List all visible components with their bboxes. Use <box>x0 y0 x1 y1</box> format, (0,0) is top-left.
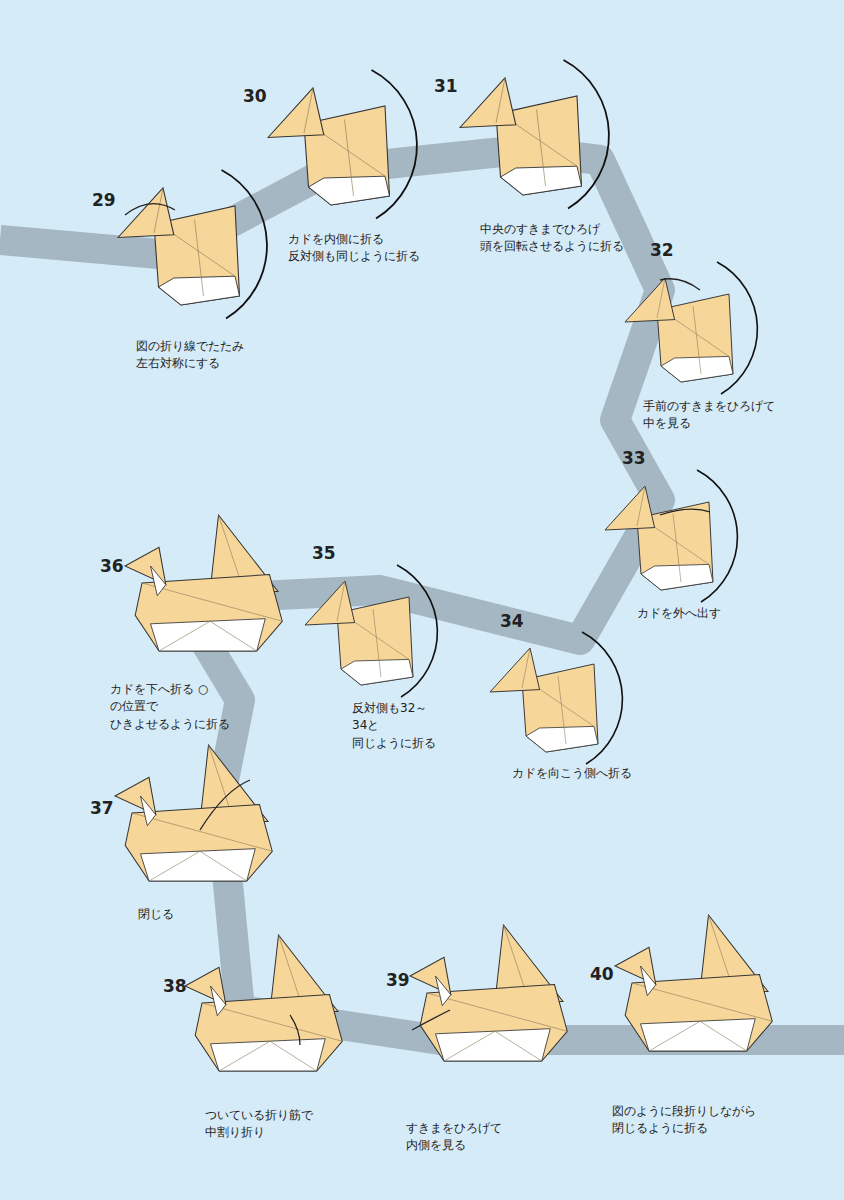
step-figure <box>605 470 737 602</box>
step-number: 31 <box>434 78 458 95</box>
step-figure <box>305 565 437 697</box>
step-instruction: 反対側も32～34と 同じように折る <box>352 700 436 752</box>
step-figure <box>185 935 342 1071</box>
step-instruction: カドを向こう側へ折る <box>512 765 632 782</box>
step-instruction: すきまをひろげて 内側を見る <box>406 1120 502 1155</box>
step-number: 40 <box>590 966 614 983</box>
step-number: 32 <box>650 242 674 259</box>
step-instruction: 図のように段折りしながら 閉じるように折る <box>612 1103 756 1138</box>
step-instruction: ついている折り筋で 中割り折り <box>205 1107 313 1142</box>
step-figure <box>460 60 609 209</box>
step-instruction: 閉じる <box>138 906 174 923</box>
step-instruction: カドを内側に折る 反対側も同じように折る <box>288 231 420 266</box>
step-instruction: 手前のすきまをひろげて 中を見る <box>643 398 775 433</box>
step-figure <box>615 915 772 1051</box>
step-number: 29 <box>92 192 116 209</box>
step-number: 33 <box>622 450 646 467</box>
step-figure <box>125 515 282 651</box>
step-instruction: カドを下へ折る ○の位置で ひきよせるように折る <box>110 681 230 733</box>
step-instruction: 図の折り線でたたみ 左右対称にする <box>136 338 244 373</box>
step-number: 39 <box>386 972 410 989</box>
step-figure <box>268 70 417 219</box>
step-number: 35 <box>312 545 336 562</box>
step-figure <box>625 262 757 394</box>
step-number: 30 <box>243 88 267 105</box>
step-instruction: 中央のすきまでひろげ 頭を回転させるように折る <box>480 221 624 256</box>
fold-arrow <box>125 204 710 1045</box>
step-number: 36 <box>100 558 124 575</box>
step-figure <box>118 170 267 319</box>
step-figure <box>115 745 272 881</box>
step-number: 34 <box>500 613 524 630</box>
step-figure <box>490 632 622 764</box>
step-number: 38 <box>163 978 187 995</box>
step-figure <box>410 925 567 1061</box>
step-instruction: カドを外へ出す <box>637 605 721 622</box>
step-number: 37 <box>90 800 114 817</box>
path-band <box>0 150 844 1040</box>
